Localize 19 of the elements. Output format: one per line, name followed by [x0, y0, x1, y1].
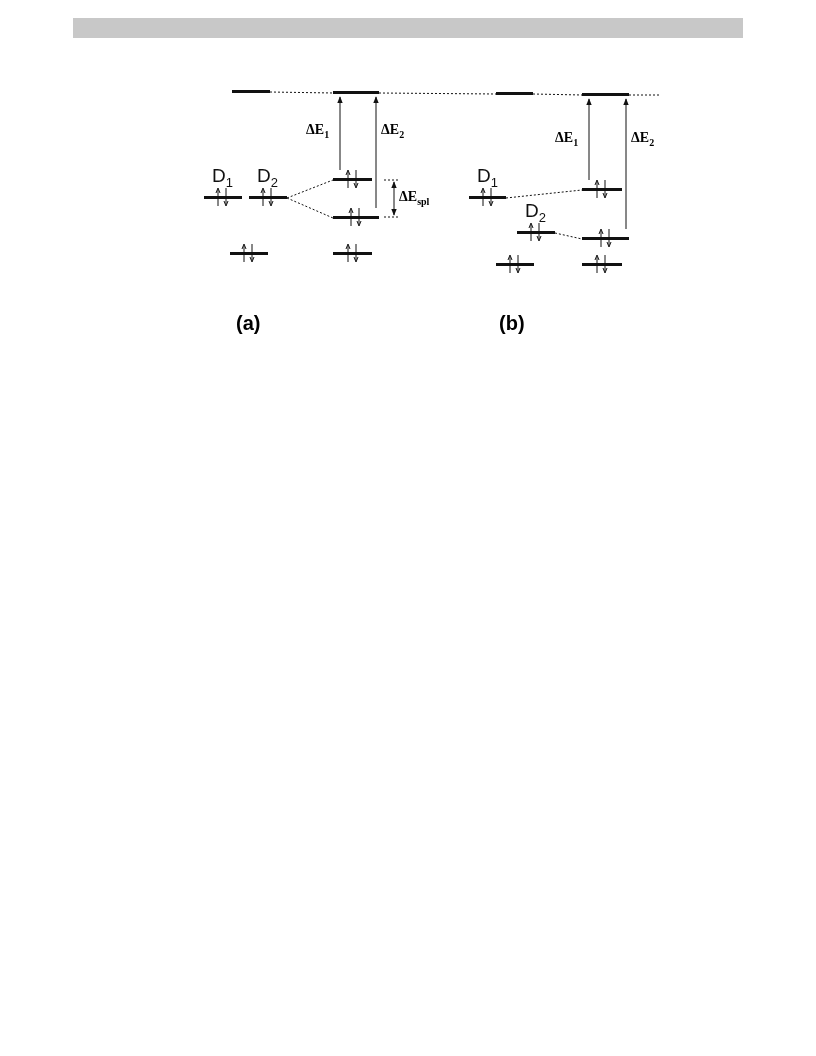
- dotted-line: [628, 94, 660, 96]
- arrow: [586, 98, 592, 181]
- dotted-line: [505, 189, 583, 199]
- level-label: D$_{1}$: [212, 166, 233, 192]
- panel-label: (b): [499, 312, 525, 335]
- panel-label: (a): [236, 312, 261, 335]
- dotted-line: [286, 179, 334, 199]
- level-label: D$_{2}$: [525, 201, 546, 227]
- energy-gap-label: ΔE$_{spl}$: [398, 189, 431, 210]
- dotted-line: [554, 232, 583, 240]
- arrow: [623, 98, 629, 230]
- level-label: D$_{1}$: [477, 166, 498, 192]
- dotted-line: [286, 197, 334, 219]
- dotted-line: [269, 91, 334, 94]
- dotted-line: [378, 92, 497, 95]
- dotted-line: [532, 93, 583, 96]
- arrow: [373, 96, 379, 209]
- level-label: D$_{2}$: [257, 166, 278, 192]
- arrow: [337, 96, 343, 171]
